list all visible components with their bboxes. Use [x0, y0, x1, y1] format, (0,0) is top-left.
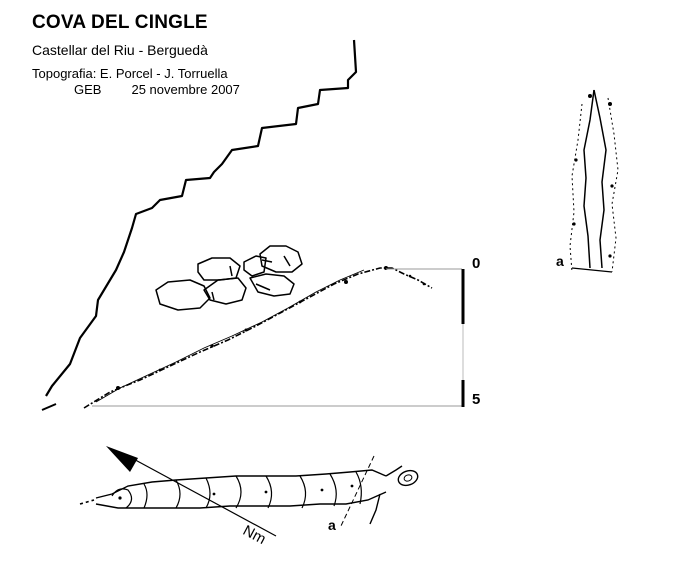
- scale-label-bottom: 5: [472, 391, 481, 408]
- cross-section-a: [569, 89, 619, 273]
- floor-debris-dots: [116, 266, 426, 390]
- cross-section-label: a: [556, 253, 564, 269]
- plan-shaft-marker: [397, 469, 419, 487]
- profile-floor-line: [83, 267, 433, 409]
- cliff-profile-line: [45, 39, 358, 397]
- north-arrow-shaft: [127, 455, 277, 537]
- section-line-a: [339, 455, 375, 529]
- plan-view: [79, 446, 419, 537]
- profile-floor-line-2: [95, 269, 365, 403]
- plan-outline-bottom: [95, 491, 387, 509]
- cross-section-outer-right: [607, 97, 619, 273]
- credits-org: GEB: [74, 82, 102, 97]
- boulder-cluster: [155, 245, 303, 311]
- plan-branch: [385, 465, 403, 477]
- credits-date: 25 novembre 2007: [131, 82, 240, 97]
- plan-entrance-dashes: [79, 499, 95, 505]
- plan-branch-down: [369, 493, 381, 525]
- north-arrow-head: [106, 446, 138, 472]
- cliff-base-dash: [41, 403, 57, 411]
- credits-surveyors: Topografia: E. Porcel - J. Torruella: [32, 66, 228, 81]
- location-subtitle: Castellar del Riu - Berguedà: [32, 42, 208, 58]
- cross-section-right-wall: [593, 89, 607, 269]
- scale-label-top: 0: [472, 255, 481, 272]
- section-line-label: a: [328, 517, 336, 533]
- plan-chambers: [111, 471, 362, 509]
- cross-section-outer-left: [569, 103, 583, 273]
- cross-section-floor: [571, 267, 613, 273]
- survey-title: COVA DEL CINGLE: [32, 12, 208, 33]
- credits-org-date: GEB 25 novembre 2007: [32, 82, 240, 98]
- survey-credits: Topografia: E. Porcel - J. Torruella GEB…: [32, 66, 240, 98]
- cross-section-left-wall: [583, 89, 595, 269]
